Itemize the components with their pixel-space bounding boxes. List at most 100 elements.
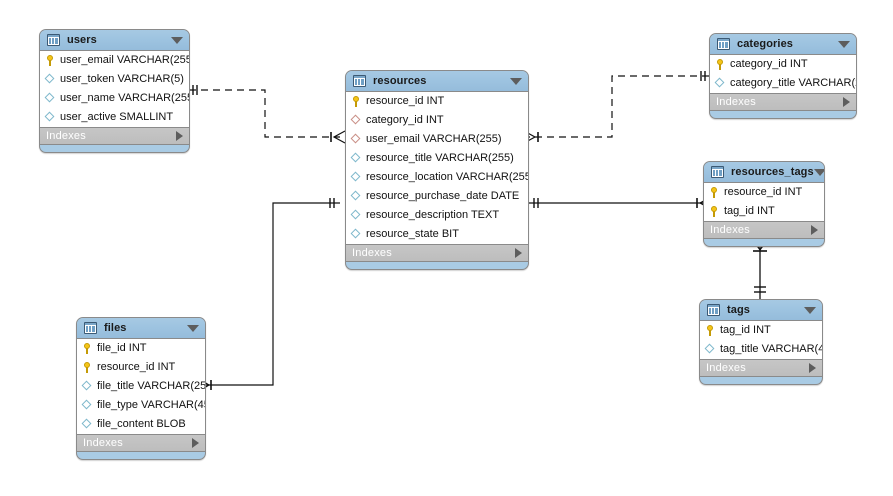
table-title: tags <box>727 303 751 316</box>
key-icon <box>82 362 93 373</box>
chevron-down-icon[interactable] <box>187 324 199 332</box>
indexes-label: Indexes <box>710 223 750 236</box>
indexes-section[interactable]: Indexes <box>77 435 205 452</box>
table-icon <box>717 38 730 50</box>
indexes-section[interactable]: Indexes <box>40 128 189 145</box>
table-columns: resource_id INT category_id INT user_ema… <box>346 92 528 245</box>
column-label: category_id INT <box>730 58 808 70</box>
chevron-right-icon[interactable] <box>843 97 850 107</box>
table-title: users <box>67 33 97 46</box>
table-tags[interactable]: tags tag_id INT tag_title VARCHAR(45) In… <box>699 299 823 385</box>
diamond-icon <box>82 400 93 411</box>
table-title: resources_tags <box>731 165 814 178</box>
key-icon <box>351 96 362 107</box>
table-header-files[interactable]: files <box>77 318 205 339</box>
column-row[interactable]: file_content BLOB <box>77 415 205 434</box>
column-row[interactable]: file_id INT <box>77 339 205 358</box>
table-icon <box>47 34 60 46</box>
table-icon <box>353 75 366 87</box>
chevron-right-icon[interactable] <box>515 248 522 258</box>
diamond-icon <box>45 93 56 104</box>
column-row[interactable]: resource_purchase_date DATE <box>346 187 528 206</box>
column-label: resource_title VARCHAR(255) <box>366 152 514 164</box>
column-row[interactable]: user_active SMALLINT <box>40 108 189 127</box>
table-title: resources <box>373 74 427 87</box>
chevron-down-icon[interactable] <box>838 40 850 48</box>
table-icon <box>707 304 720 316</box>
column-label: file_content BLOB <box>97 418 186 430</box>
key-icon <box>715 59 726 70</box>
chevron-down-icon[interactable] <box>804 306 816 314</box>
column-row[interactable]: user_token VARCHAR(5) <box>40 70 189 89</box>
column-label: resource_id INT <box>366 95 445 107</box>
column-row[interactable]: user_name VARCHAR(255) <box>40 89 189 108</box>
column-label: resource_id INT <box>97 361 176 373</box>
chevron-right-icon[interactable] <box>192 438 199 448</box>
chevron-right-icon[interactable] <box>176 131 183 141</box>
diamond-icon <box>45 112 56 123</box>
table-columns: file_id INT resource_id INT file_title V… <box>77 339 205 435</box>
column-label: tag_id INT <box>724 205 775 217</box>
table-categories[interactable]: categories category_id INT category_titl… <box>709 33 857 119</box>
column-row[interactable]: file_type VARCHAR(45) <box>77 396 205 415</box>
column-row[interactable]: resource_id INT <box>77 358 205 377</box>
indexes-label: Indexes <box>46 129 86 142</box>
column-label: category_id INT <box>366 114 444 126</box>
chevron-right-icon[interactable] <box>809 363 816 373</box>
column-label: tag_title VARCHAR(45) <box>720 343 823 355</box>
column-label: tag_id INT <box>720 324 771 336</box>
column-label: resource_id INT <box>724 186 803 198</box>
relationship-categories-resources <box>523 71 709 144</box>
chevron-down-icon[interactable] <box>813 168 824 176</box>
diamond-icon <box>705 344 716 355</box>
indexes-section[interactable]: Indexes <box>700 360 822 377</box>
table-columns: tag_id INT tag_title VARCHAR(45) <box>700 321 822 360</box>
table-resources[interactable]: resources resource_id INT category_id IN… <box>345 70 529 270</box>
chevron-down-icon[interactable] <box>171 36 183 44</box>
table-files[interactable]: files file_id INT resource_id INT file_t… <box>76 317 206 460</box>
key-icon <box>709 187 720 198</box>
indexes-section[interactable]: Indexes <box>346 245 528 262</box>
column-row[interactable]: resource_id INT <box>704 183 824 202</box>
column-label: user_active SMALLINT <box>60 111 174 123</box>
table-users[interactable]: users user_email VARCHAR(255) user_token… <box>39 29 190 153</box>
column-row[interactable]: category_id INT <box>710 55 856 74</box>
column-row[interactable]: resource_state BIT <box>346 225 528 244</box>
indexes-section[interactable]: Indexes <box>704 222 824 239</box>
key-icon <box>705 325 716 336</box>
column-row[interactable]: resource_title VARCHAR(255) <box>346 149 528 168</box>
table-header-categories[interactable]: categories <box>710 34 856 55</box>
key-icon <box>82 343 93 354</box>
column-label: file_id INT <box>97 342 147 354</box>
column-row[interactable]: user_email VARCHAR(255) <box>40 51 189 70</box>
column-row[interactable]: user_email VARCHAR(255) <box>346 130 528 149</box>
column-label: user_name VARCHAR(255) <box>60 92 190 104</box>
diamond-icon <box>351 191 362 202</box>
column-row[interactable]: tag_title VARCHAR(45) <box>700 340 822 359</box>
table-header-resources-tags[interactable]: resources_tags <box>704 162 824 183</box>
table-resources-tags[interactable]: resources_tags resource_id INT tag_id IN… <box>703 161 825 247</box>
column-row[interactable]: resource_id INT <box>346 92 528 111</box>
chevron-down-icon[interactable] <box>510 77 522 85</box>
column-label: resource_state BIT <box>366 228 459 240</box>
column-row[interactable]: category_id INT <box>346 111 528 130</box>
indexes-label: Indexes <box>706 361 746 374</box>
relationship-users-resources <box>189 85 346 144</box>
table-columns: resource_id INT tag_id INT <box>704 183 824 222</box>
diamond-fk-icon <box>351 115 362 126</box>
chevron-right-icon[interactable] <box>811 225 818 235</box>
table-header-tags[interactable]: tags <box>700 300 822 321</box>
table-header-users[interactable]: users <box>40 30 189 51</box>
table-columns: category_id INT category_title VARCHAR(2… <box>710 55 856 94</box>
column-row[interactable]: resource_location VARCHAR(255) <box>346 168 528 187</box>
diamond-icon <box>351 153 362 164</box>
column-row[interactable]: file_title VARCHAR(255) <box>77 377 205 396</box>
column-row[interactable]: tag_id INT <box>700 321 822 340</box>
indexes-section[interactable]: Indexes <box>710 94 856 111</box>
column-row[interactable]: resource_description TEXT <box>346 206 528 225</box>
key-icon <box>45 55 56 66</box>
column-row[interactable]: category_title VARCHAR(255) <box>710 74 856 93</box>
column-row[interactable]: tag_id INT <box>704 202 824 221</box>
table-header-resources[interactable]: resources <box>346 71 528 92</box>
